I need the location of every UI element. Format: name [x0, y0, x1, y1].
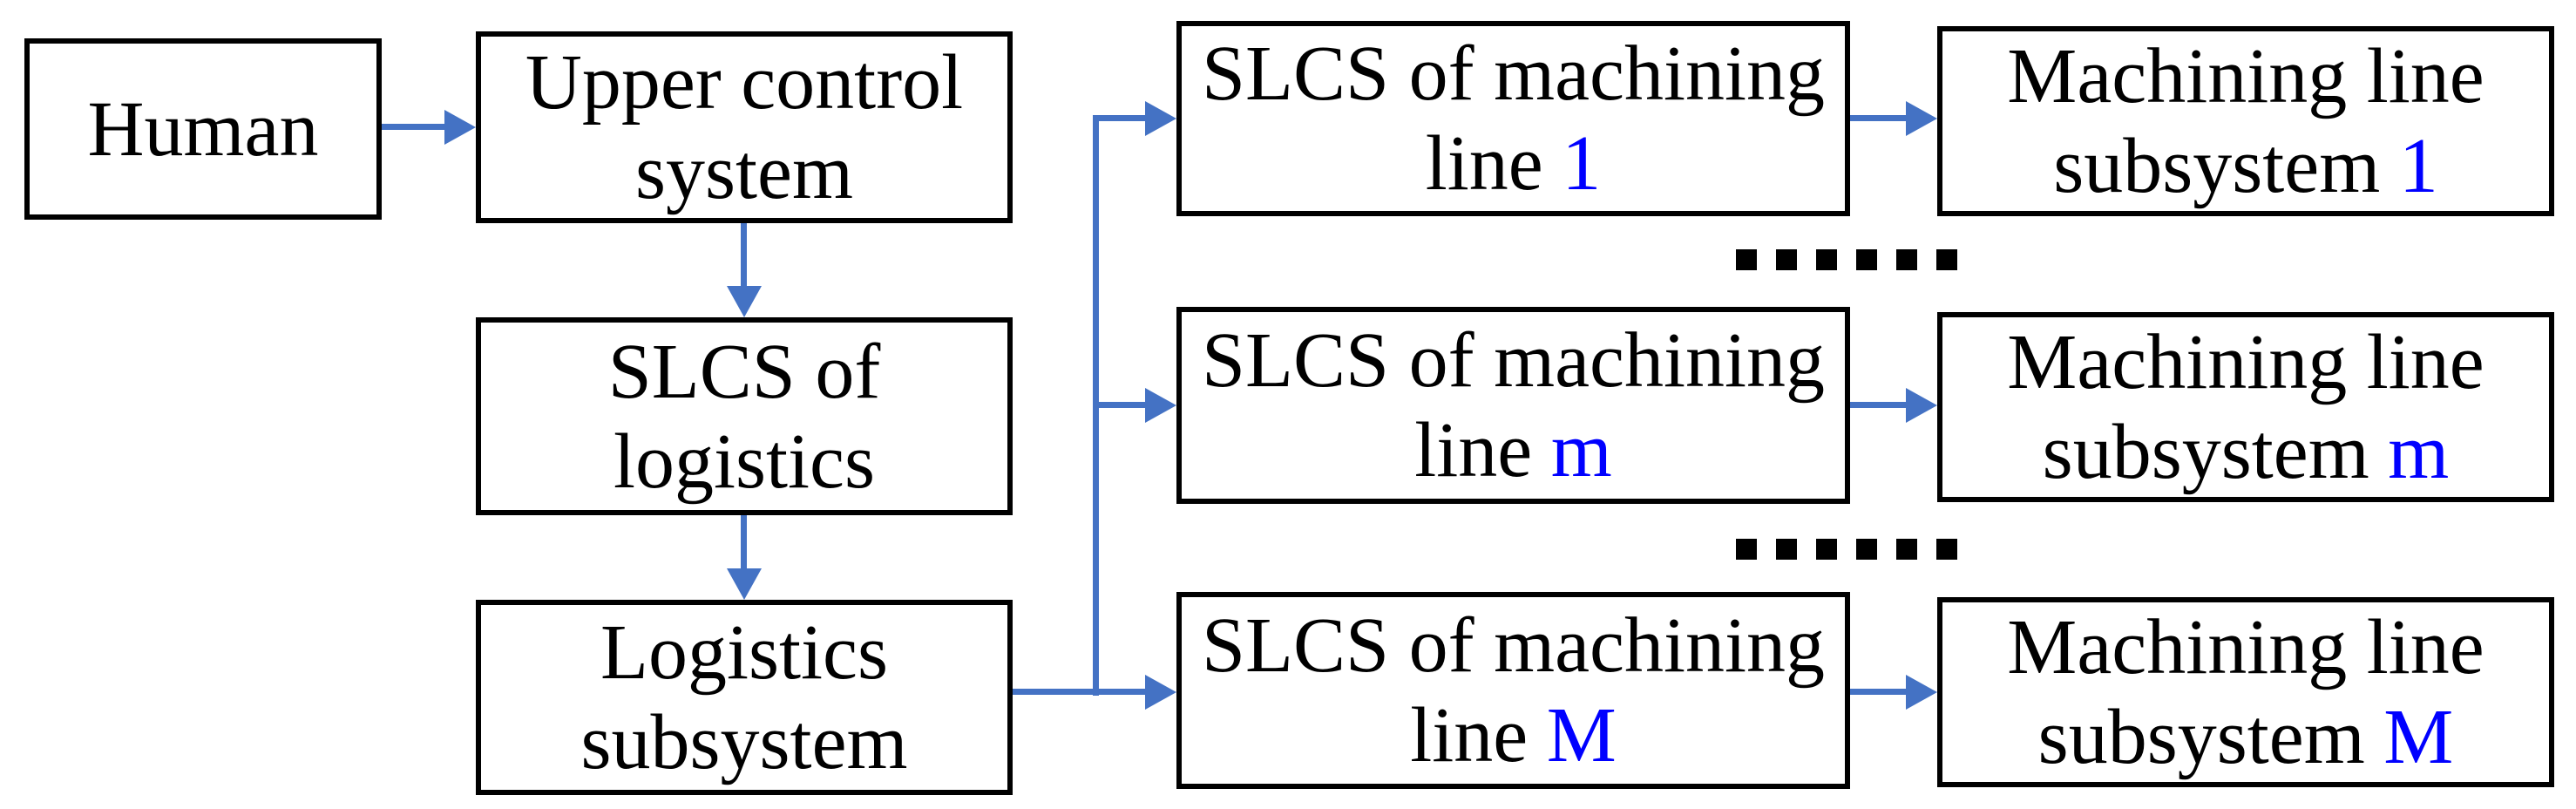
node-label-line: Machining line	[2007, 319, 2484, 405]
arrow-shaft	[1013, 689, 1145, 695]
node-label-line: Machining line	[2007, 604, 2484, 690]
node-label-line: Human	[87, 85, 319, 173]
node-label-line: Logistics	[600, 609, 888, 696]
arrow-head-down-icon	[727, 286, 762, 317]
node-label-line: Upper control	[525, 39, 964, 126]
node-label-line: Machining line	[2007, 33, 2484, 119]
arrow-shaft	[1850, 689, 1906, 695]
node-label-line: SLCS of machining	[1202, 317, 1825, 404]
node-human: Human	[24, 38, 382, 220]
arrow-shaft	[1093, 402, 1145, 408]
arrow-head-right-icon	[1145, 388, 1176, 423]
node-label-line: logistics	[613, 418, 875, 505]
dotted-separator	[1736, 539, 1957, 560]
node-label-line: line m	[1414, 407, 1612, 493]
line-index-m: m	[1550, 407, 1612, 493]
node-label-line: subsystem 1	[2053, 123, 2438, 209]
node-label-line: system	[634, 129, 853, 215]
arrow-head-right-icon	[1145, 101, 1176, 136]
arrow-head-right-icon	[1906, 675, 1937, 710]
node-label-line: SLCS of	[607, 328, 881, 415]
node-label-line: line 1	[1425, 120, 1602, 207]
subsystem-index-m: m	[2388, 409, 2450, 495]
arrow-shaft	[1850, 115, 1906, 121]
node-label-line: line M	[1410, 692, 1617, 778]
arrow-shaft	[741, 515, 747, 568]
node-logistics-subsystem: Logistics subsystem	[476, 600, 1013, 795]
arrow-head-right-icon	[1145, 675, 1176, 710]
node-upper-control-system: Upper control system	[476, 31, 1013, 223]
node-label-line: SLCS of machining	[1202, 602, 1825, 689]
subsystem-index-m-cap: M	[2383, 694, 2454, 780]
node-slcs-machining-line-m: SLCS of machining line m	[1176, 307, 1850, 504]
node-machining-line-subsystem-1: Machining line subsystem 1	[1937, 26, 2554, 216]
arrow-head-right-icon	[444, 110, 476, 145]
node-label-line: subsystem M	[2037, 694, 2454, 780]
node-label-line: SLCS of machining	[1202, 31, 1825, 117]
arrow-shaft	[1093, 115, 1145, 121]
node-slcs-machining-line-1: SLCS of machining line 1	[1176, 21, 1850, 216]
node-slcs-of-logistics: SLCS of logistics	[476, 317, 1013, 515]
dotted-separator	[1736, 249, 1957, 270]
node-machining-line-subsystem-m: Machining line subsystem m	[1937, 312, 2554, 502]
arrow-head-right-icon	[1906, 388, 1937, 423]
node-machining-line-subsystem-m-cap: Machining line subsystem M	[1937, 597, 2554, 787]
node-slcs-machining-line-m-cap: SLCS of machining line M	[1176, 592, 1850, 789]
node-label-line: subsystem m	[2042, 409, 2450, 495]
node-label-line: subsystem	[580, 699, 908, 785]
line-index-m-cap: M	[1546, 692, 1617, 778]
arrow-shaft	[741, 223, 747, 286]
line-index-1: 1	[1562, 120, 1602, 207]
subsystem-index-1: 1	[2398, 123, 2438, 209]
arrow-head-right-icon	[1906, 101, 1937, 136]
arrow-head-down-icon	[727, 568, 762, 600]
arrow-shaft	[1850, 402, 1906, 408]
arrow-shaft	[382, 124, 444, 130]
